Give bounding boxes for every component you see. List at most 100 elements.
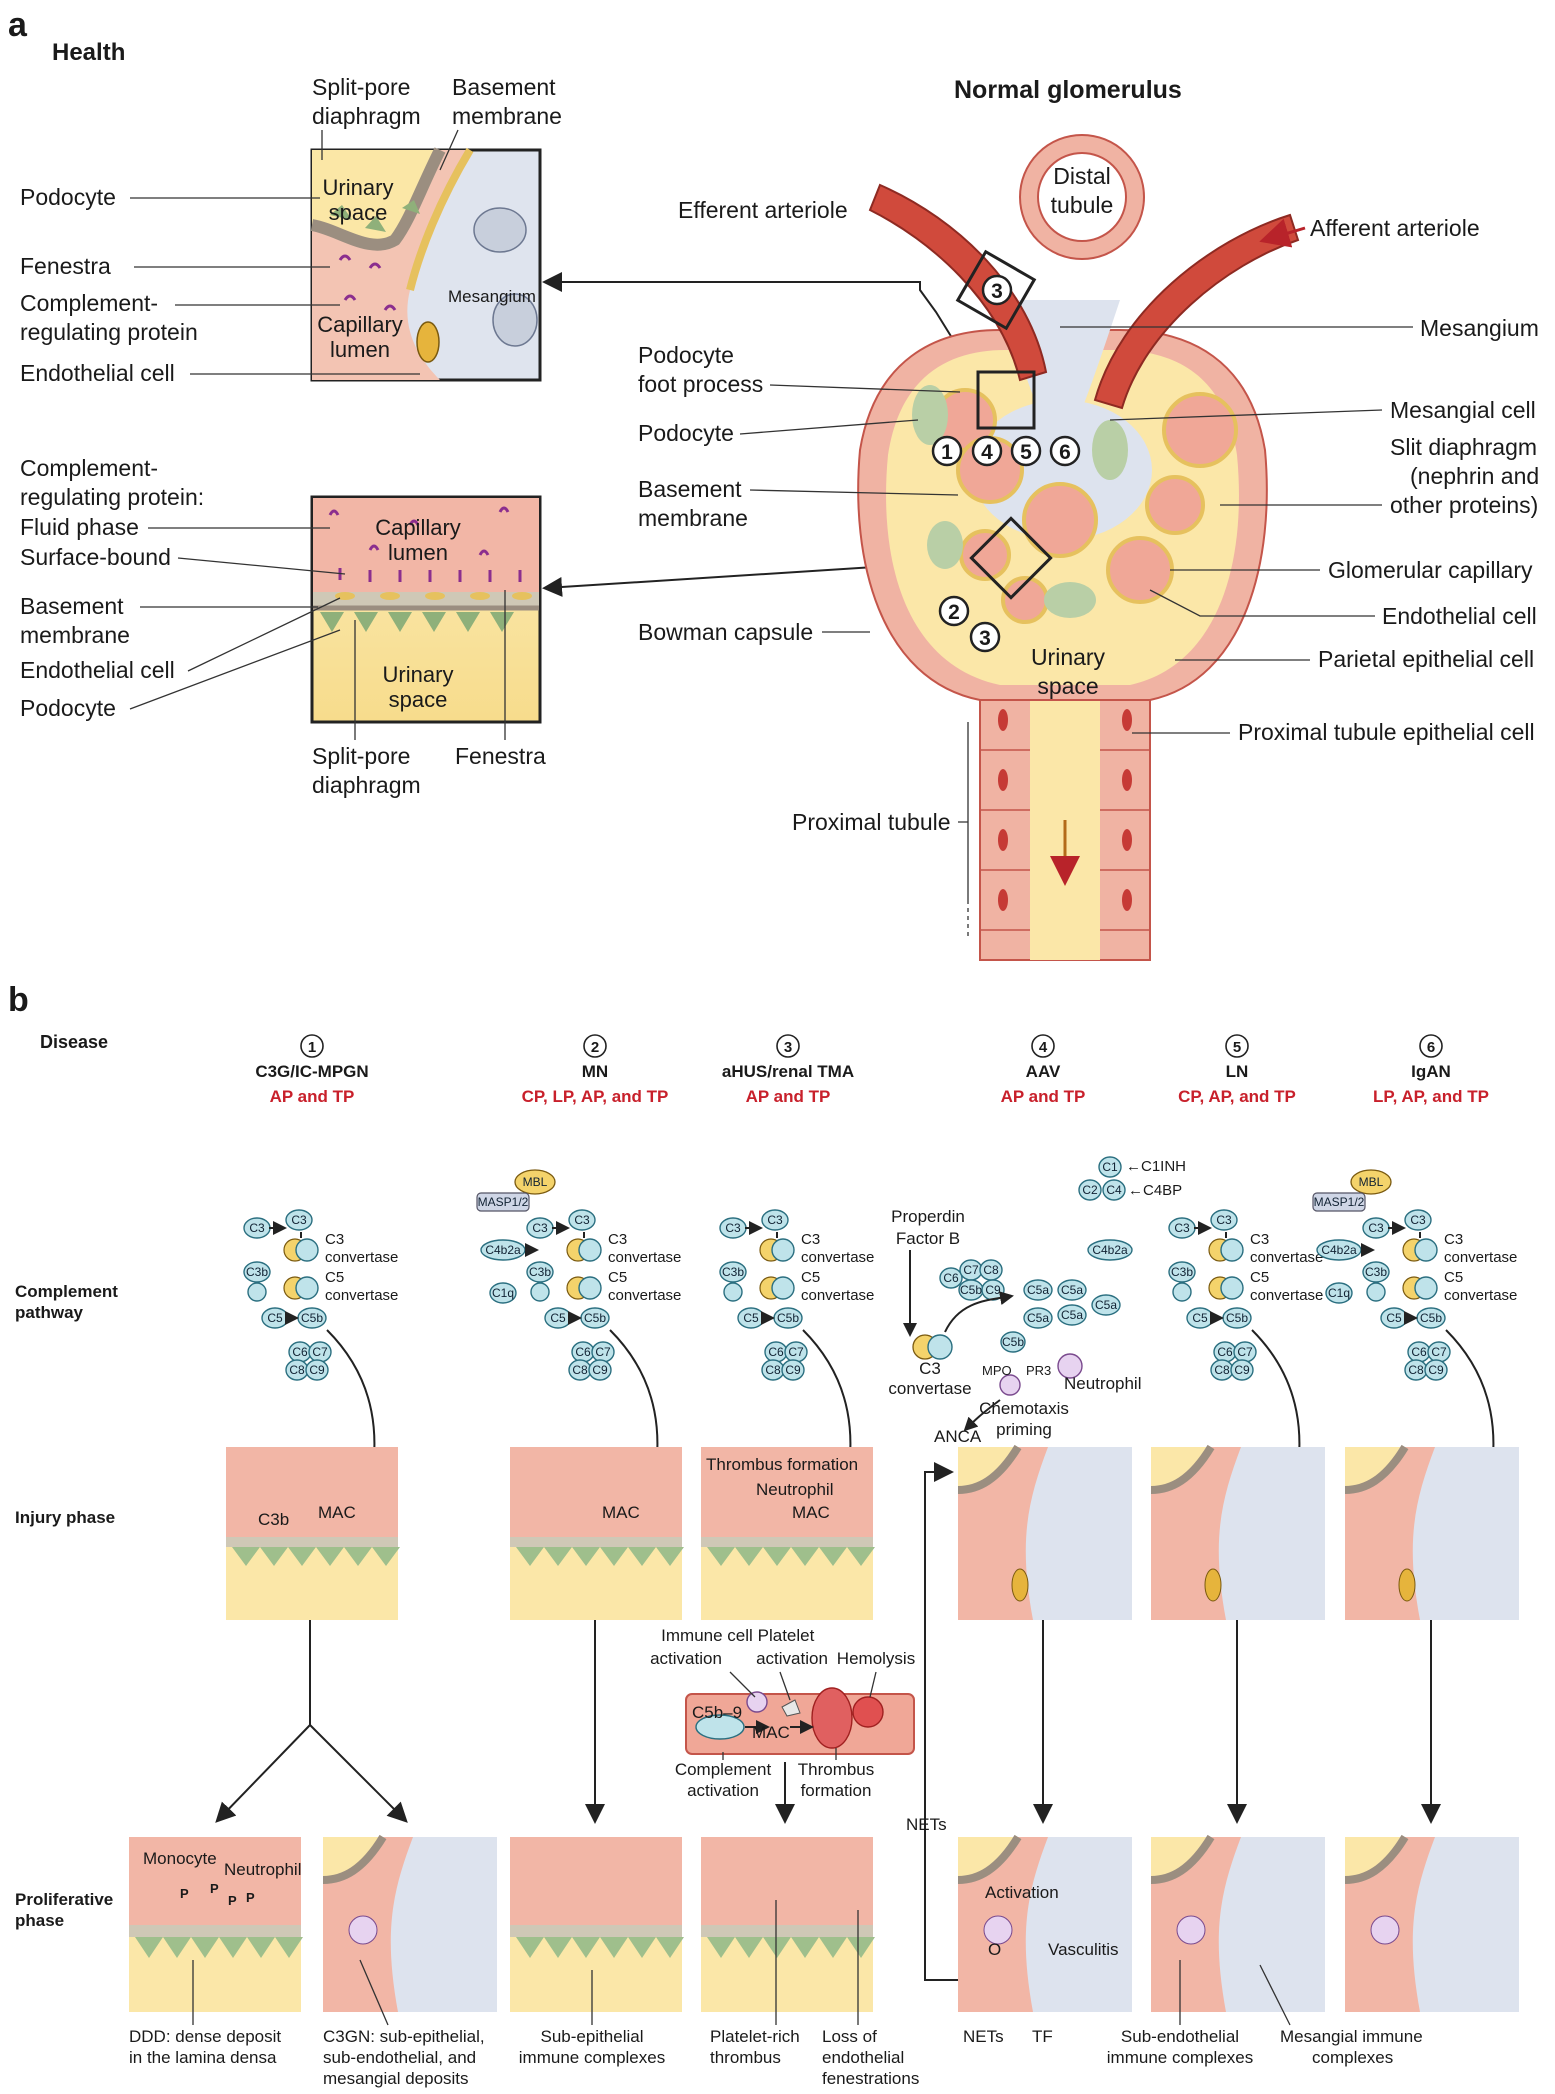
disease-pathways-6: LP, AP, and TP <box>1373 1087 1489 1106</box>
parietal-label: Parietal epithelial cell <box>1318 646 1534 672</box>
cascade-4-c3b-label: C3b <box>1171 1265 1193 1279</box>
injury-panel-2-foot-3 <box>600 1547 628 1566</box>
caption-mesangial-line1: Mesangial immune <box>1280 2027 1423 2046</box>
lectin-2-masp: MASP1/2 <box>478 1195 529 1209</box>
aav-o2: O <box>988 1940 1001 1959</box>
cascade-3-c3b-cleaved <box>723 1282 743 1302</box>
cascade-2-c5conv-b <box>578 1276 602 1300</box>
inset2-basement-line2: membrane <box>20 622 130 648</box>
prolif-p-3: P <box>246 1890 255 1905</box>
caption-mesangial-line2: complexes <box>1312 2048 1393 2067</box>
prolif-panel-3 <box>510 1837 684 2012</box>
tma-hemolysis: Hemolysis <box>837 1649 915 1668</box>
injury-panel-2-foot-1 <box>544 1547 572 1566</box>
cascade-2-c5conv-title: C5 <box>608 1269 627 1286</box>
injury-panel-6 <box>1344 1444 1519 1620</box>
cascade-1-c5-label: C5 <box>267 1311 283 1325</box>
injury-panel-2-foot-0 <box>516 1547 544 1566</box>
slit-line3: other proteins) <box>1390 492 1538 518</box>
prolif-panel-2-gbm <box>322 1834 387 1884</box>
lectin-6-masp-shape <box>1312 1192 1366 1212</box>
prolif-panel-3-foot-1 <box>544 1937 572 1958</box>
prolif-neutrophil: Neutrophil <box>224 1860 302 1879</box>
classical-c4bp: ←C4BP <box>1128 1182 1182 1199</box>
panel-a-letter: a <box>8 6 28 44</box>
prolif-panel-3-foot-4 <box>628 1937 656 1958</box>
prolif-panel-5-urinary <box>958 1837 1018 1880</box>
cascade-2-c3-b-label: C3 <box>574 1213 590 1227</box>
classical-c4-label: C4 <box>1106 1183 1122 1197</box>
aav-c5a-4-label: C5a <box>1061 1308 1083 1322</box>
injury-panel-6-urinary <box>1345 1447 1405 1490</box>
aav-c5a-3-shape <box>1057 1279 1087 1301</box>
aav-c5b-neut-label: C5b <box>1002 1335 1024 1349</box>
slit-line2: (nephrin and <box>1410 463 1539 489</box>
afferent-label: Afferent arteriole <box>1310 215 1480 241</box>
caption-subendo-line1: Sub-endothelial <box>1121 2027 1239 2046</box>
cascade-2-c6-label: C6 <box>575 1345 591 1359</box>
injury-panels <box>226 1444 1519 1620</box>
aav-c3conv-line2: convertase <box>888 1379 971 1398</box>
inset1-capillary-line2: lumen <box>330 337 390 362</box>
cascade-2-c8-label: C8 <box>572 1363 588 1377</box>
tma-thrombus-line1: Thrombus <box>798 1760 875 1779</box>
urinary-space-line2: space <box>1037 673 1098 699</box>
prolif-panel-2-cell <box>348 1915 378 1945</box>
inset1-capillary-line1: Capillary <box>317 312 403 337</box>
caption-mn-line1: Sub-epithelial <box>540 2027 643 2046</box>
caption-loss-line2: endothelial <box>822 2048 904 2067</box>
caption-subendo-line2: immune complexes <box>1107 2048 1253 2067</box>
lectin-6-mbl-shape <box>1350 1169 1392 1195</box>
prolif-panel-4-lumen <box>701 1837 873 1925</box>
cascade-3-c3-b-shape <box>761 1209 789 1231</box>
aav-c9-label: C9 <box>985 1283 1001 1297</box>
cascade-5-c8-label: C8 <box>1408 1363 1424 1377</box>
inset1-urinary-line1: Urinary <box>323 175 394 200</box>
lectin-2-c1q-shape <box>489 1282 517 1304</box>
inset1-splitpore-line1: Split-pore <box>312 74 410 100</box>
cascade-2-c3conv-word: convertase <box>608 1249 681 1266</box>
tma-immune-line1: Immune cell <box>661 1626 753 1645</box>
cascade-1-c3conv-word: convertase <box>325 1249 398 1266</box>
cascade-4-c5conv-b <box>1220 1276 1244 1300</box>
cascade-4-c3b-shape <box>1168 1261 1196 1283</box>
injury-neutrophil: Neutrophil <box>756 1480 834 1499</box>
inset2-surface-label: Surface-bound <box>20 544 171 570</box>
cascade-2-c5-label: C5 <box>550 1311 566 1325</box>
gbm-line1: Basement <box>638 476 742 502</box>
aav-anca: ANCA <box>934 1427 982 1446</box>
aav-c5a-2-shape <box>1023 1307 1053 1329</box>
aav-c5a-3-label: C5a <box>1061 1283 1083 1297</box>
cascade-4-c3conv-title: C3 <box>1250 1231 1269 1248</box>
health-heading: Health <box>52 39 125 66</box>
cascade-3-c3conv-b <box>771 1238 795 1262</box>
glomerulus-illustration <box>857 134 1300 961</box>
cascade-3-c5b-label: C5b <box>777 1311 799 1325</box>
disease-pathways-5: CP, AP, and TP <box>1178 1087 1296 1106</box>
disease-num-4: 4 <box>1039 1039 1048 1056</box>
prolif-panel-3-lumen <box>510 1837 682 1925</box>
prolif-panel-3-foot-5 <box>656 1937 684 1958</box>
cascade-1-c7-label: C7 <box>312 1345 328 1359</box>
gbm-line2: membrane <box>638 505 748 531</box>
tma-complement-line1: Complement <box>675 1760 772 1779</box>
prolif-p-2: P <box>228 1893 237 1908</box>
prolif-panel-1-gbm <box>129 1925 301 1937</box>
cascade-3-c3conv-title: C3 <box>801 1231 820 1248</box>
cascade-1-c5conv-b <box>295 1276 319 1300</box>
cascade-5-c9-label: C9 <box>1428 1363 1444 1377</box>
cascade-4-c3conv-b <box>1220 1238 1244 1262</box>
prolif-panel-3-foot-3 <box>600 1937 628 1958</box>
disease-pathways-2: CP, LP, AP, and TP <box>522 1087 669 1106</box>
cascade-1-c9-shape <box>305 1359 329 1381</box>
caption-c3gn-line3: mesangial deposits <box>323 2069 469 2088</box>
cascade-2-c5conv-word: convertase <box>608 1287 681 1304</box>
disease-num-3: 3 <box>784 1039 792 1056</box>
tma-vessel-schematic <box>685 1687 915 1755</box>
aav-c6-shape <box>939 1267 963 1289</box>
injury-panel-3-foot-4 <box>819 1547 847 1566</box>
classical-c1-label: C1 <box>1102 1160 1118 1174</box>
